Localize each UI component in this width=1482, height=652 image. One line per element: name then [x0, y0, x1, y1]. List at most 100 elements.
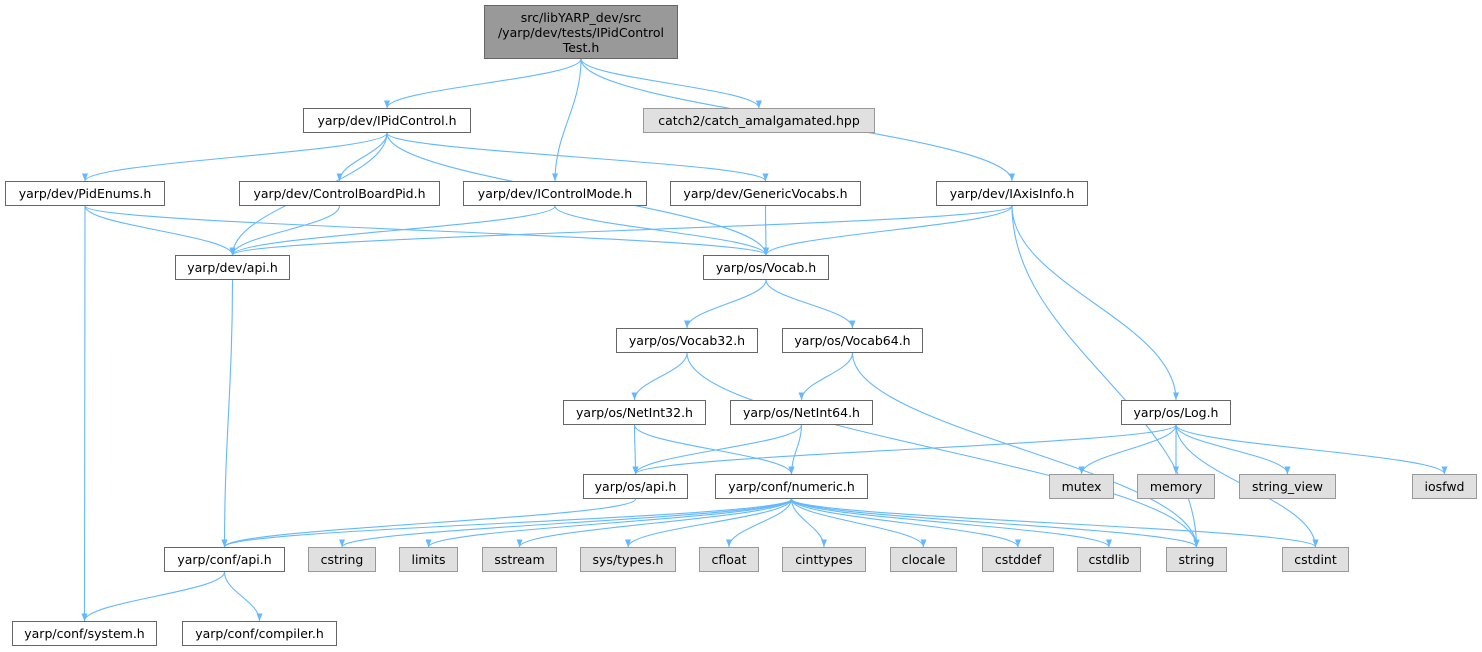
node-label: clocale — [901, 552, 946, 567]
node-netint64[interactable]: yarp/os/NetInt64.h — [730, 400, 873, 425]
edge-netint32-to-numeric — [633, 424, 795, 475]
edge-numeric-to-string — [790, 498, 1200, 548]
root-label-line-3: Test.h — [562, 39, 600, 55]
edge-vocab32-to-string — [686, 352, 1200, 548]
node-label: yarp/os/NetInt32.h — [576, 405, 693, 420]
node-label: sys/types.h — [592, 552, 664, 567]
node-string: string — [1166, 547, 1227, 572]
root-label-line-2: /yarp/dev/tests/IPidControl — [497, 24, 665, 40]
node-label: cstdlib — [1088, 552, 1130, 567]
node-label: string — [1178, 552, 1215, 567]
edge-iaxis-to-vocab — [763, 205, 1013, 256]
edge-confapi-to-compiler — [223, 571, 263, 622]
node-ipid[interactable]: yarp/dev/IPidControl.h — [303, 108, 471, 133]
edge-genvoc-to-vocab — [762, 205, 770, 256]
node-sstream: sstream — [482, 547, 557, 572]
edge-netint64-to-osapi — [632, 424, 803, 475]
edge-numeric-to-systypes — [624, 498, 793, 548]
node-label: yarp/dev/IAxisInfo.h — [949, 186, 1075, 201]
node-netint32[interactable]: yarp/os/NetInt32.h — [563, 400, 706, 425]
node-system[interactable]: yarp/conf/system.h — [12, 621, 157, 646]
node-vocab[interactable]: yarp/os/Vocab.h — [703, 255, 829, 280]
edge-vocab32-to-netint32 — [631, 352, 688, 401]
edge-vocab-to-vocab32 — [683, 279, 767, 329]
edge-vocab64-to-string — [851, 352, 1200, 548]
node-label: yarp/dev/IPidControl.h — [317, 113, 457, 128]
node-cstdint: cstdint — [1282, 547, 1349, 572]
edge-numeric-to-cfloat — [725, 498, 793, 548]
edge-log-to-mutex — [1078, 424, 1177, 475]
node-label: yarp/os/api.h — [594, 479, 677, 494]
node-cstddef: cstddef — [982, 547, 1054, 572]
edge-root-to-icm — [551, 58, 582, 182]
root-label-line-1: src/libYARP_dev/src — [520, 9, 642, 25]
edge-log-to-osapi — [632, 424, 1177, 475]
edge-netint32-to-osapi — [632, 424, 639, 475]
edge-root-to-catch — [580, 58, 763, 109]
node-vocab32[interactable]: yarp/os/Vocab32.h — [616, 328, 758, 353]
node-vocab64[interactable]: yarp/os/Vocab64.h — [782, 328, 923, 353]
node-systypes: sys/types.h — [580, 547, 676, 572]
node-label: limits — [411, 552, 446, 567]
node-cfloat: cfloat — [699, 547, 759, 572]
node-label: yarp/conf/numeric.h — [728, 479, 855, 494]
node-label: cstring — [320, 552, 364, 567]
edge-pidenums-to-vocab — [84, 205, 769, 256]
node-genvoc[interactable]: yarp/dev/GenericVocabs.h — [670, 181, 861, 206]
node-compiler[interactable]: yarp/conf/compiler.h — [182, 621, 337, 646]
node-memory: memory — [1137, 474, 1215, 499]
node-label: cstdint — [1294, 552, 1337, 567]
edge-ipid-to-genvoc — [386, 132, 769, 182]
edge-icm-to-vocab — [554, 205, 769, 256]
node-osapi[interactable]: yarp/os/api.h — [583, 474, 688, 499]
edge-ipid-to-cbpid — [336, 132, 388, 182]
node-label: yarp/os/Vocab32.h — [628, 333, 746, 348]
node-label: yarp/os/Log.h — [1133, 405, 1219, 420]
node-label: yarp/os/NetInt64.h — [743, 405, 860, 420]
edge-numeric-to-clocale — [790, 498, 927, 548]
node-label: yarp/conf/api.h — [177, 552, 272, 567]
node-label: cinttypes — [795, 552, 853, 567]
node-catch: catch2/catch_amalgamated.hpp — [643, 108, 875, 133]
node-iaxis[interactable]: yarp/dev/IAxisInfo.h — [936, 181, 1088, 206]
edge-vocab64-to-netint64 — [798, 352, 854, 401]
root-node-ipidcontroltest: src/libYARP_dev/src /yarp/dev/tests/IPid… — [484, 5, 678, 59]
node-label: string_view — [1252, 479, 1323, 494]
node-label: yarp/dev/PidEnums.h — [18, 186, 152, 201]
edge-icm-to-devapi — [229, 205, 556, 256]
node-limits: limits — [399, 547, 458, 572]
node-cstring: cstring — [308, 547, 376, 572]
node-confapi[interactable]: yarp/conf/api.h — [164, 547, 285, 572]
edge-log-to-iosfwd — [1175, 424, 1448, 475]
edge-netint64-to-numeric — [788, 424, 803, 475]
edge-numeric-to-sstream — [516, 498, 793, 548]
node-cbpid[interactable]: yarp/dev/ControlBoardPid.h — [239, 181, 440, 206]
node-pidenums[interactable]: yarp/dev/PidEnums.h — [5, 181, 165, 206]
node-label: yarp/os/Vocab.h — [715, 260, 817, 275]
edge-numeric-to-cinttypes — [790, 498, 828, 548]
node-string-view: string_view — [1239, 474, 1336, 499]
node-label: yarp/dev/ControlBoardPid.h — [253, 186, 426, 201]
node-label: iosfwd — [1424, 479, 1465, 494]
edge-ipid-to-pidenums — [82, 132, 388, 182]
node-log[interactable]: yarp/os/Log.h — [1121, 400, 1231, 425]
node-label: memory — [1149, 479, 1203, 494]
node-label: yarp/conf/compiler.h — [195, 626, 324, 641]
edge-devapi-to-confapi — [221, 279, 234, 548]
node-icm[interactable]: yarp/dev/IControlMode.h — [463, 181, 647, 206]
node-numeric[interactable]: yarp/conf/numeric.h — [715, 474, 868, 499]
edge-confapi-to-system — [81, 571, 226, 622]
edge-iaxis-to-log — [1011, 205, 1180, 401]
edge-pidenums-to-system — [81, 205, 88, 622]
edge-root-to-ipid — [383, 58, 582, 109]
node-label: sstream — [494, 552, 545, 567]
node-devapi[interactable]: yarp/dev/api.h — [175, 255, 290, 280]
edge-numeric-to-cstdlib — [790, 498, 1112, 548]
node-label: yarp/dev/IControlMode.h — [477, 186, 633, 201]
edge-iaxis-to-devapi — [229, 205, 1013, 256]
edge-numeric-to-confapi — [221, 498, 793, 548]
node-clocale: clocale — [890, 547, 957, 572]
node-label: cstddef — [994, 552, 1042, 567]
edge-numeric-to-cstring — [339, 498, 793, 548]
